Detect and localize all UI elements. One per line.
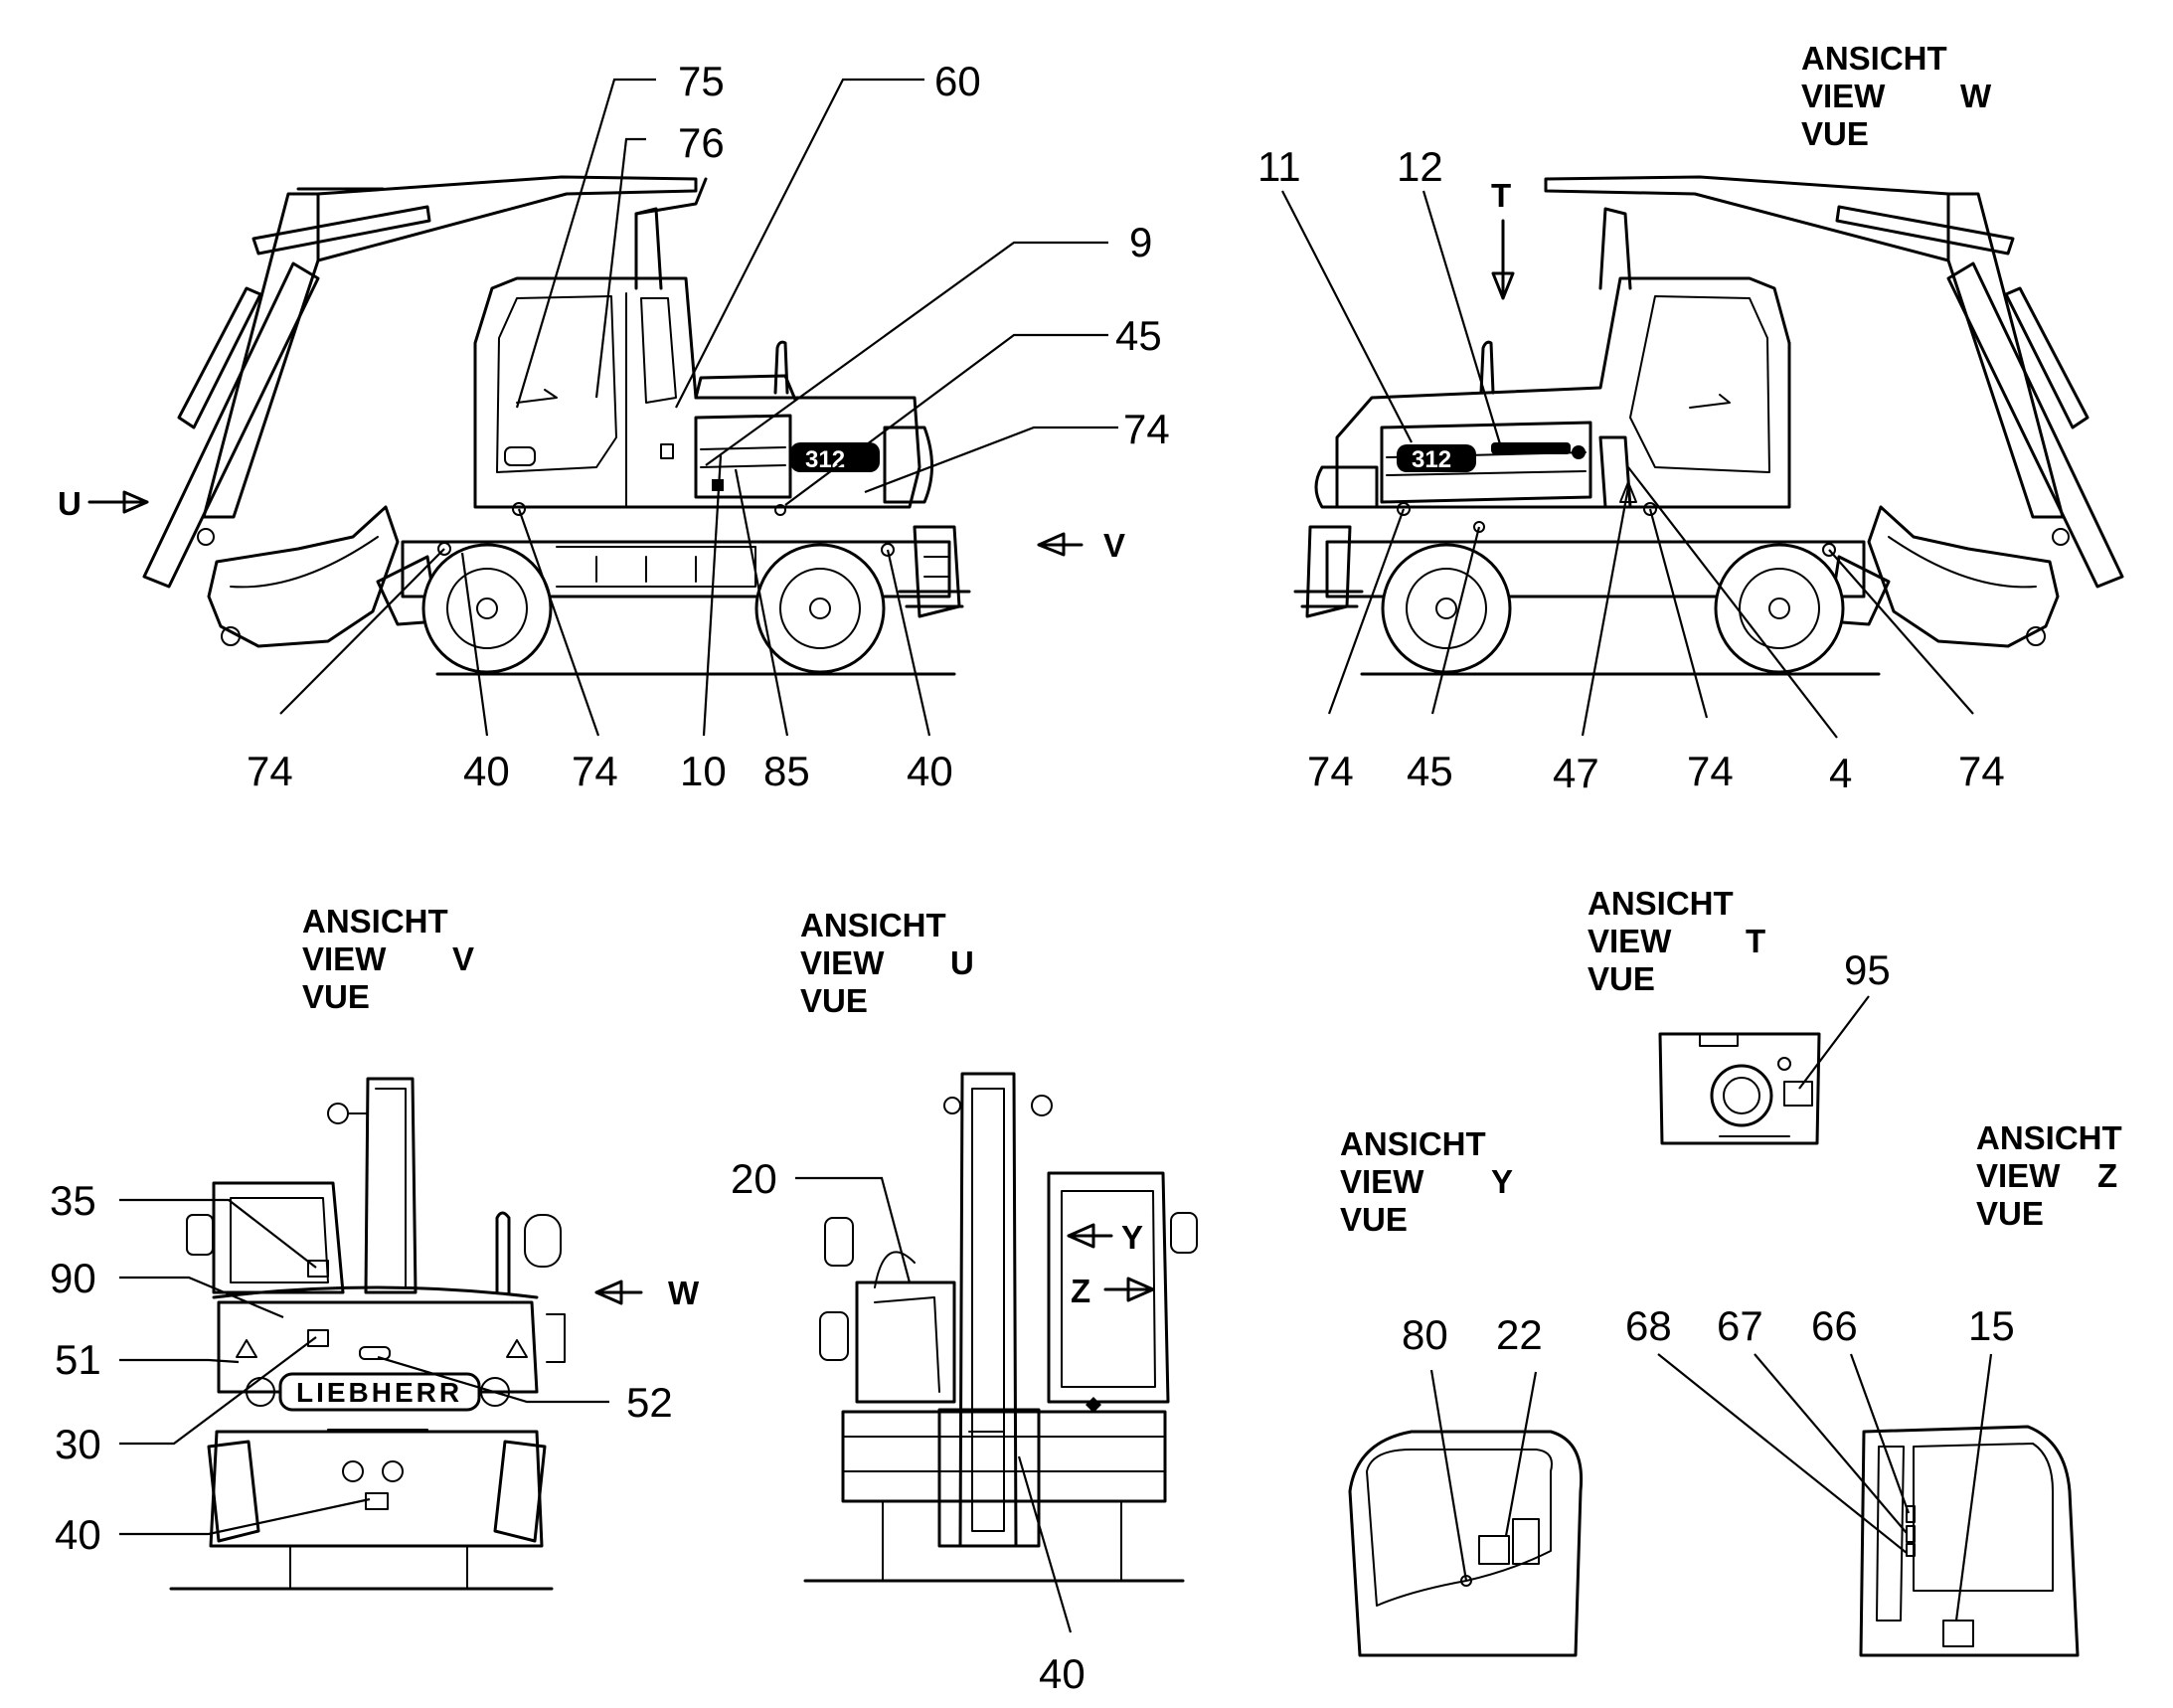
- view-header-letter: U: [950, 944, 974, 981]
- callout-9: 9: [1129, 219, 1152, 265]
- view-header-line: VUE: [1340, 1201, 1408, 1238]
- callout-22: 22: [1496, 1311, 1543, 1358]
- callout-74: 74: [1958, 748, 2005, 794]
- view-header-line: ANSICHT: [1801, 40, 1947, 77]
- view-header-letter: T: [1746, 923, 1765, 959]
- right-side-leader-lines: [1281, 190, 1974, 739]
- view-arrow-z: Z: [1071, 1273, 1155, 1309]
- callout-40: 40: [463, 748, 510, 794]
- view-header-v: ANSICHT VIEW VUE V: [302, 903, 474, 1015]
- view-arrow-t: T: [1491, 177, 1515, 300]
- callout-80: 80: [1402, 1311, 1448, 1358]
- view-arrow-letter: U: [58, 485, 82, 522]
- callout-68: 68: [1625, 1302, 1672, 1349]
- view-header-line: VUE: [1801, 115, 1869, 152]
- view-header-line: VIEW: [1340, 1163, 1424, 1200]
- callout-76: 76: [678, 119, 725, 166]
- view-header-letter: V: [452, 940, 474, 977]
- callout-66: 66: [1811, 1302, 1858, 1349]
- callout-15: 15: [1968, 1302, 2015, 1349]
- view-header-line: VIEW: [302, 940, 387, 977]
- view-u-callouts: 20 40: [731, 1155, 1086, 1697]
- callout-12: 12: [1397, 143, 1443, 190]
- view-header-w: ANSICHT VIEW VUE W: [1801, 40, 1992, 152]
- callout-45: 45: [1407, 748, 1453, 794]
- callout-11: 11: [1257, 143, 1301, 190]
- view-header-line: ANSICHT: [1340, 1125, 1486, 1162]
- view-header-z: ANSICHT VIEW VUE Z: [1976, 1119, 2122, 1232]
- view-arrow-letter: Z: [1071, 1273, 1090, 1309]
- view-arrow-letter: V: [1103, 527, 1125, 564]
- view-header-line: VIEW: [1801, 78, 1886, 114]
- view-arrow-letter: W: [668, 1275, 700, 1311]
- view-arrow-w: W: [594, 1275, 700, 1311]
- callout-20: 20: [731, 1155, 777, 1202]
- view-header-line: VUE: [800, 982, 868, 1019]
- view-u-leader-lines: [795, 1176, 1073, 1633]
- view-header-line: VUE: [1588, 960, 1655, 997]
- model-badge: 312: [805, 446, 845, 473]
- callout-35: 35: [50, 1177, 96, 1224]
- left-side-leader-lines: [279, 78, 1118, 737]
- callout-74: 74: [247, 748, 293, 794]
- brand-plate: LIEBHERR: [296, 1377, 462, 1408]
- excavator-left-side-view: 312: [142, 175, 971, 676]
- view-arrow-v: V: [1037, 527, 1125, 564]
- view-header-line: VUE: [302, 978, 370, 1015]
- view-header-letter: Z: [2097, 1157, 2117, 1194]
- view-arrow-letter: Y: [1121, 1219, 1143, 1256]
- callout-47: 47: [1553, 750, 1599, 796]
- view-header-line: VIEW: [800, 944, 885, 981]
- callout-74: 74: [1123, 406, 1170, 452]
- callout-74: 74: [572, 748, 618, 794]
- callout-52: 52: [626, 1379, 673, 1426]
- callout-67: 67: [1717, 1302, 1763, 1349]
- callout-74: 74: [1307, 748, 1354, 794]
- callout-95: 95: [1844, 946, 1891, 993]
- right-side-callouts: 11 12 74 45 47 74 4 74: [1257, 143, 2005, 796]
- view-v-rear-drawing: LIEBHERR: [169, 1077, 566, 1591]
- view-v-callouts: 35 90 51 30 40 52: [50, 1177, 673, 1558]
- view-arrow-u: U: [58, 485, 149, 522]
- view-header-line: ANSICHT: [1976, 1119, 2122, 1156]
- view-header-line: VIEW: [1588, 923, 1672, 959]
- view-arrow-letter: T: [1491, 177, 1511, 214]
- callout-40: 40: [55, 1511, 101, 1558]
- view-header-line: VIEW: [1976, 1157, 2061, 1194]
- view-u-front-drawing: [803, 1072, 1198, 1583]
- callout-4: 4: [1829, 750, 1852, 796]
- view-t-detail: 95: [1658, 946, 1891, 1145]
- callout-45: 45: [1115, 312, 1162, 359]
- view-arrow-y: Y: [1067, 1219, 1143, 1256]
- callout-40: 40: [907, 748, 953, 794]
- callout-85: 85: [763, 748, 810, 794]
- callout-90: 90: [50, 1255, 96, 1301]
- excavator-right-side-view: 312: [1293, 175, 2124, 676]
- view-header-u: ANSICHT VIEW VUE U: [800, 907, 974, 1019]
- callout-60: 60: [934, 58, 981, 104]
- view-header-line: ANSICHT: [800, 907, 946, 943]
- callout-74: 74: [1687, 748, 1734, 794]
- callout-75: 75: [678, 58, 725, 104]
- model-badge: 312: [1412, 446, 1451, 473]
- callout-40: 40: [1039, 1650, 1086, 1697]
- view-header-letter: Y: [1491, 1163, 1513, 1200]
- left-side-callouts: 75 76 60 9 45 74 74 40 74 10 85 40: [247, 58, 1170, 794]
- callout-30: 30: [55, 1421, 101, 1467]
- view-z-cab: 68 67 66 15: [1625, 1302, 2080, 1657]
- view-header-t: ANSICHT VIEW VUE T: [1588, 885, 1765, 997]
- view-header-letter: W: [1960, 78, 1992, 114]
- view-header-line: ANSICHT: [302, 903, 448, 939]
- view-header-line: VUE: [1976, 1195, 2044, 1232]
- view-header-y: ANSICHT VIEW VUE Y: [1340, 1125, 1513, 1238]
- callout-10: 10: [680, 748, 727, 794]
- view-header-line: ANSICHT: [1588, 885, 1734, 922]
- view-v-leader-lines: [119, 1198, 609, 1536]
- callout-51: 51: [55, 1336, 101, 1383]
- view-y-door: 80 22: [1348, 1311, 1584, 1657]
